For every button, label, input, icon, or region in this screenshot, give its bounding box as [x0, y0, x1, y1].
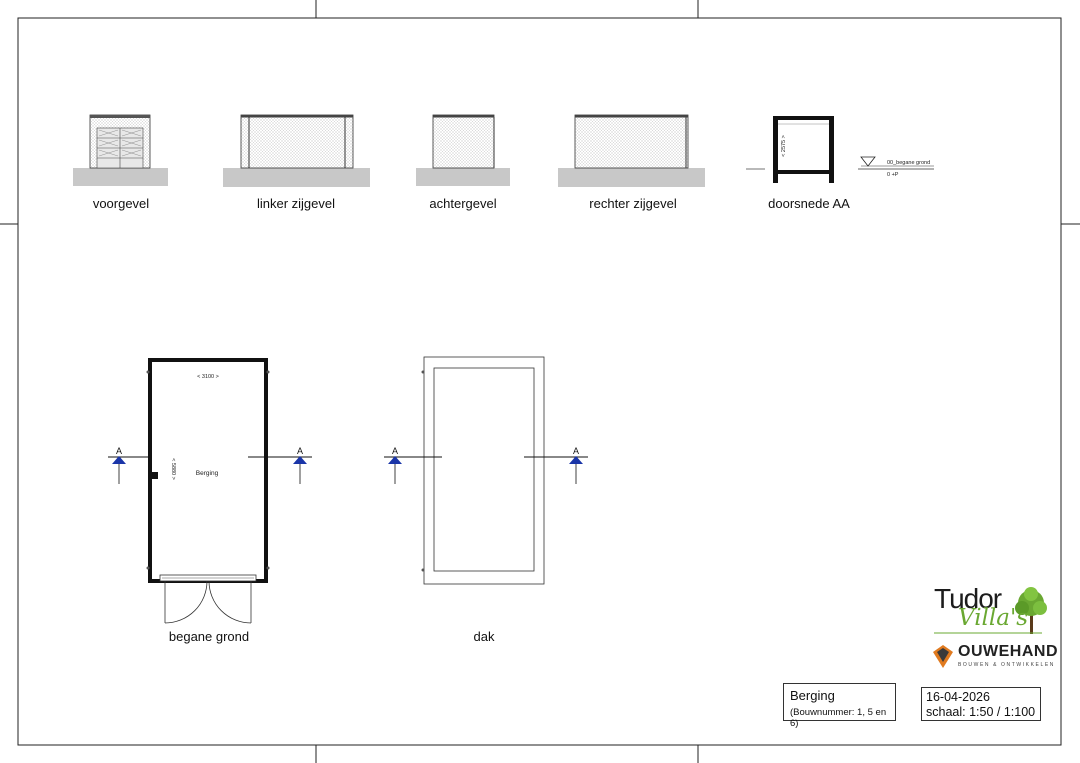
- svg-text:A: A: [297, 446, 303, 456]
- width-dim: < 3100 >: [197, 374, 219, 380]
- label-doorsnede-aa: doorsnede AA: [768, 196, 850, 211]
- svg-text:A: A: [392, 446, 398, 456]
- label-dak: dak: [473, 629, 495, 644]
- double-door-swing: [164, 580, 252, 624]
- svg-text:A: A: [116, 446, 122, 456]
- section-height-dim: < 2575 >: [781, 135, 787, 157]
- label-linker-zijgevel: linker zijgevel: [256, 196, 336, 211]
- ouwehand-word: OUWEHAND: [958, 643, 1058, 660]
- house-roof-icon: [933, 645, 953, 668]
- section-marker-roof-right: A: [524, 446, 588, 484]
- level-value: 0 +P: [887, 172, 899, 178]
- section-marker-left: A: [108, 446, 150, 484]
- ouwehand-tagline: BOUWEN & ONTWIKKELEN: [958, 662, 1056, 668]
- section-aa: < 2575 > 00_begane grond 0 +P: [746, 116, 934, 183]
- sheet-border: [17, 17, 1062, 746]
- section-marker-roof-left: A: [384, 446, 442, 484]
- garage-door: [96, 127, 144, 169]
- depth-dim: < 5880 >: [170, 458, 176, 480]
- section-marker-right: A: [248, 446, 312, 484]
- elevation-rear: [416, 114, 510, 186]
- tudor-villas-logo: Tudor Villa's: [934, 583, 1052, 638]
- elevation-front: [73, 114, 168, 186]
- elevation-left: [223, 114, 370, 187]
- floor-plan-roof: A A: [384, 356, 588, 585]
- title-block: Berging (Bouwnummer: 1, 5 en 6): [783, 683, 896, 729]
- drawing-subtitle: (Bouwnummer: 1, 5 en 6): [790, 707, 887, 729]
- level-name: 00_begane grond: [887, 160, 930, 166]
- drawing-title: Berging: [790, 688, 835, 703]
- elevation-right: [558, 114, 705, 187]
- tudor-word: Tudor: [934, 583, 1002, 614]
- room-name: Berging: [196, 470, 219, 477]
- label-voorgevel: voorgevel: [92, 196, 150, 211]
- drawing-scale: schaal: 1:50 / 1:100: [926, 705, 1036, 719]
- floor-plan-ground: < 3100 > < 5880 > Berging A A: [108, 358, 312, 624]
- villas-word: Villa's: [958, 605, 1029, 631]
- date-scale-block: 16-04-2026 schaal: 1:50 / 1:100: [921, 687, 1041, 721]
- label-rechter-zijgevel: rechter zijgevel: [589, 196, 677, 211]
- tree-icon: [1015, 587, 1047, 634]
- label-achtergevel: achtergevel: [429, 196, 497, 211]
- ouwehand-logo: OUWEHAND BOUWEN & ONTWIKKELEN: [932, 642, 1060, 672]
- drawing-date: 16-04-2026: [926, 690, 990, 704]
- label-begane-grond: begane grond: [168, 629, 250, 644]
- level-marker-icon: [860, 156, 876, 167]
- svg-text:A: A: [573, 446, 579, 456]
